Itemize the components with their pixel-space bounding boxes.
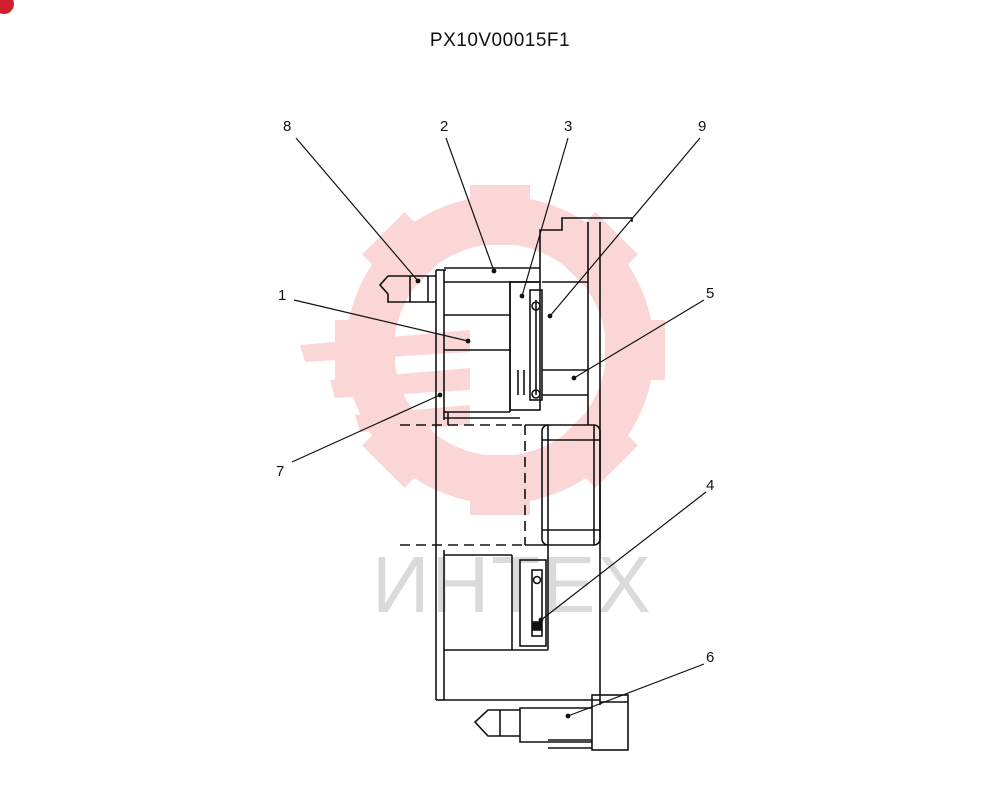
drawing-code: PX10V00015F1 bbox=[429, 30, 571, 51]
leader-dots bbox=[415, 268, 577, 719]
corner-badge-icon bbox=[0, 0, 14, 14]
callout-9: 9 bbox=[698, 118, 706, 135]
callout-8: 8 bbox=[283, 118, 291, 135]
callout-5: 5 bbox=[706, 285, 714, 302]
assembly-body bbox=[378, 217, 633, 751]
callout-1: 1 bbox=[278, 287, 286, 304]
leader-lines bbox=[291, 137, 707, 717]
callout-6: 6 bbox=[706, 649, 714, 666]
callout-7: 7 bbox=[276, 463, 284, 480]
callout-3: 3 bbox=[564, 118, 572, 135]
callout-4: 4 bbox=[706, 477, 714, 494]
callout-2: 2 bbox=[440, 118, 448, 135]
callout-labels: 8 2 3 9 1 5 7 4 6 bbox=[276, 118, 714, 666]
